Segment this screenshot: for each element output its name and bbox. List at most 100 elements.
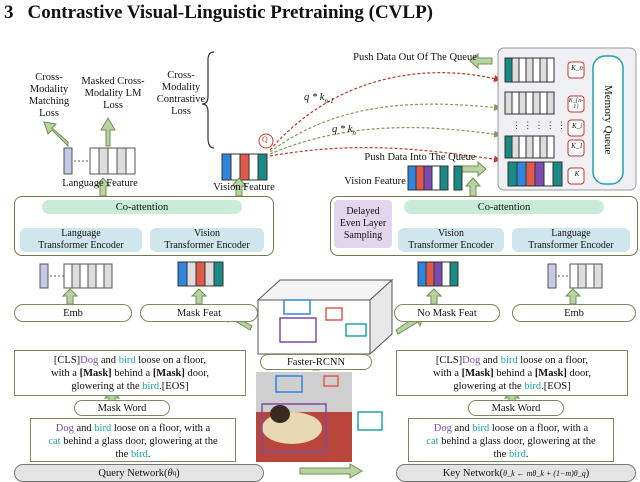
token-mask: [Mask] xyxy=(461,368,494,379)
token: loose on a floor, xyxy=(135,355,207,366)
loss-cross-modality-contrastive: Cross- Modality Contrastive Loss xyxy=(154,70,208,118)
key-co-attention: Co-attention xyxy=(404,200,604,214)
token-mask: [Mask] xyxy=(152,368,185,379)
token: and xyxy=(73,423,95,434)
loss-line: Matching xyxy=(28,96,70,107)
delayed-even-layer-sampling: Delayed Even Layer Sampling xyxy=(334,200,392,248)
query-vision-encoder: Vision Transformer Encoder xyxy=(150,228,264,252)
token-dog: Dog xyxy=(80,355,99,366)
dog-photo xyxy=(256,372,383,462)
token-dog: Dog xyxy=(55,423,74,434)
q-label: Q xyxy=(262,135,268,144)
token: behind a glass door, glowering at the xyxy=(60,436,218,447)
formula-sub: n xyxy=(352,129,356,138)
token: glowering at the xyxy=(453,381,525,392)
loss-arrows xyxy=(43,117,116,148)
key-language-encoder: Language Transformer Encoder xyxy=(512,228,630,252)
mask-feat: Mask Feat xyxy=(140,304,258,322)
vision-feature-right-bars xyxy=(407,165,463,191)
loss-cross-modality-matching: Cross- Modality Matching Loss xyxy=(22,72,76,120)
footer-text: Key Network( xyxy=(442,467,504,479)
token: . xyxy=(147,449,151,460)
token-bird: bird xyxy=(500,355,518,366)
no-mask-feat-bars xyxy=(417,261,459,287)
query-sentence: Dog and bird loose on a floor, with a ca… xyxy=(30,418,236,462)
svg-text:⋮ ⋮ ⋮ ⋮ ⋮ ⋮ ⋮: ⋮ ⋮ ⋮ ⋮ ⋮ ⋮ ⋮ xyxy=(512,120,589,130)
encoder-up-arrows xyxy=(94,177,482,197)
query-mask-word: Mask Word xyxy=(74,400,170,416)
token-bird: bird xyxy=(142,381,160,392)
query-emb: Emb xyxy=(14,304,132,322)
k-label: K_i xyxy=(571,122,583,130)
enc-line: Language xyxy=(61,228,101,239)
faster-rcnn-box xyxy=(256,278,394,356)
loss-line: Loss xyxy=(103,100,123,111)
no-mask-feat: No Mask Feat xyxy=(394,304,500,322)
push-in-arrow xyxy=(461,160,487,178)
key-masked-sentence: [CLS]Dog and bird loose on a floor, with… xyxy=(396,350,628,396)
query-masked-sentence: [CLS]Dog and bird loose on a floor, with… xyxy=(14,350,246,396)
footer-end: ) xyxy=(585,467,590,479)
formula-text: q * k xyxy=(332,124,353,135)
similarity-arrows xyxy=(269,72,502,163)
brace xyxy=(201,51,215,149)
enc-line: Transformer Encoder xyxy=(38,240,124,251)
section-title: Contrastive Visual-Linguistic Pretrainin… xyxy=(27,2,434,23)
delayed-line: Even Layer xyxy=(339,218,387,229)
token: door, xyxy=(184,368,209,379)
delayed-line: Sampling xyxy=(343,230,383,241)
token: and xyxy=(451,423,473,434)
token: [CLS] xyxy=(53,355,81,366)
token-mask: [Mask] xyxy=(79,368,112,379)
enc-line: Transformer Encoder xyxy=(164,240,250,251)
formula-q-kn: q * kn xyxy=(332,124,356,137)
vision-feature-left-label: Vision Feature xyxy=(213,182,275,193)
token-bird: bird xyxy=(472,423,490,434)
formula-text: q * k xyxy=(304,92,325,103)
token-bird: bird xyxy=(94,423,112,434)
token-dog: Dog xyxy=(462,355,481,366)
formula-q-kn1: q * kn-1 xyxy=(304,92,334,105)
token: [CLS] xyxy=(435,355,463,366)
enc-line: Language xyxy=(551,228,591,239)
footer-end: ) xyxy=(176,467,180,479)
token: door, xyxy=(566,368,591,379)
mask-feat-left-bars xyxy=(177,261,224,287)
token: glowering at the xyxy=(71,381,143,392)
token-mask: [Mask] xyxy=(534,368,567,379)
key-sentence: Dog and bird loose on a floor, with a ca… xyxy=(408,418,614,462)
token-bird: bird xyxy=(508,449,526,460)
query-co-attention: Co-attention xyxy=(42,200,242,214)
queue-k-boxes xyxy=(567,61,585,185)
token: behind a xyxy=(493,368,535,379)
loss-line: Contrastive xyxy=(156,94,206,105)
token-dog: Dog xyxy=(433,423,452,434)
vision-feature-right-label: Vision Feature xyxy=(344,176,406,187)
k-label: K_1 xyxy=(571,142,583,150)
token: and xyxy=(480,355,501,366)
token: behind a glass door, glowering at the xyxy=(438,436,596,447)
token: and xyxy=(98,355,119,366)
token-cat: cat xyxy=(426,436,439,447)
memory-queue-label-box xyxy=(592,55,624,185)
push-out-arrow xyxy=(469,52,493,70)
footer-theta: θ xyxy=(167,467,173,479)
formula-sub: n-1 xyxy=(324,97,334,106)
language-feature-label: Language Feature xyxy=(62,178,138,189)
enc-line: Vision xyxy=(437,228,465,239)
loss-masked-cross-modality: Masked Cross- Modality LM Loss xyxy=(76,76,150,112)
query-language-encoder: Language Transformer Encoder xyxy=(20,228,142,252)
footer-text: Query Network( xyxy=(98,467,168,479)
token: .[EOS] xyxy=(541,381,571,392)
enc-line: Transformer Encoder xyxy=(408,240,494,251)
k-label: K_n xyxy=(571,64,583,72)
enc-line: Transformer Encoder xyxy=(528,240,614,251)
emb-left-bars xyxy=(39,263,113,289)
loss-line: Modality LM xyxy=(84,88,142,99)
footer-formula: θ_k ← mθ_k + (1−m)θ_q xyxy=(503,468,586,478)
q-circle xyxy=(258,133,274,149)
loss-line: Loss xyxy=(171,106,191,117)
